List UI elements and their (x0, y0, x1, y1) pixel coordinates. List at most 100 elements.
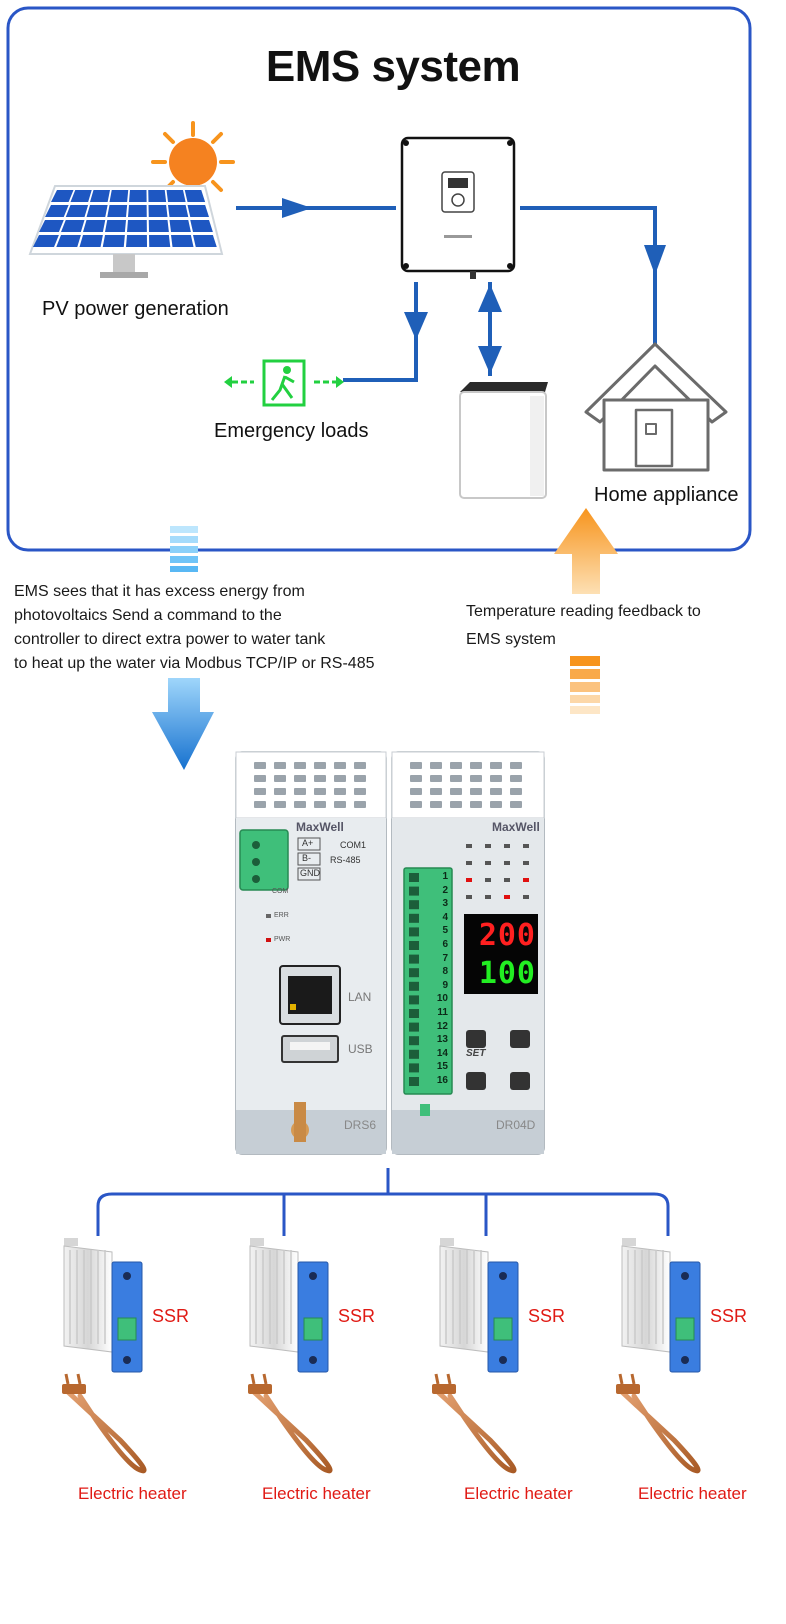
solar-cell (128, 205, 147, 217)
ems-frame (6, 6, 752, 552)
ems-command-line: to heat up the water via Modbus TCP/IP o… (14, 655, 375, 672)
status-led (485, 895, 491, 899)
battery-icon (459, 382, 548, 499)
vent-slot (334, 801, 346, 808)
solar-cell (127, 220, 147, 232)
vent-slot (470, 762, 482, 769)
vent-slot (470, 775, 482, 782)
terminal-number: 16 (436, 1075, 448, 1086)
emergency-exit-icon (224, 359, 344, 407)
vent-slot (450, 801, 462, 808)
vent-slot (510, 801, 522, 808)
vent-slot (334, 788, 346, 795)
vent-slot (510, 788, 522, 795)
terminal-number: 13 (436, 1034, 448, 1046)
vent-slot (430, 801, 442, 808)
vent-slot (314, 788, 326, 795)
solar-cell (51, 190, 74, 202)
lan-label: LAN (348, 990, 372, 1004)
vent-slot (490, 762, 502, 769)
terminal-number: 8 (442, 966, 448, 978)
house-icon (584, 342, 728, 472)
vent-slot (410, 801, 422, 808)
vent-slot (354, 801, 366, 808)
status-led (523, 878, 529, 882)
feedback-line: Temperature reading feedback to (466, 603, 701, 620)
vent-slot (430, 762, 442, 769)
terminal-number: 6 (442, 939, 448, 950)
ssr-label: SSR (710, 1306, 748, 1326)
terminal-screw (409, 1063, 419, 1073)
solar-cell (166, 190, 186, 202)
gateway-brand: MaxWell (296, 820, 344, 834)
vent-slot (430, 775, 442, 782)
solar-cell (169, 220, 191, 232)
vent-slot (450, 775, 462, 782)
rs485-label: RS-485 (330, 855, 361, 865)
feedback-up-arrow (554, 508, 618, 714)
solar-cell (86, 205, 108, 217)
status-led (504, 895, 510, 899)
sun-icon (151, 121, 235, 204)
com-label: COM1 (340, 840, 367, 850)
status-led (523, 844, 529, 848)
gateway-device (235, 751, 387, 1155)
set-key-label[interactable]: SET (466, 1048, 486, 1059)
electric-heater-label: Electric heater (262, 1484, 371, 1503)
status-led (466, 878, 472, 882)
ssr-icon (621, 1238, 701, 1373)
solar-cell (45, 205, 69, 217)
page-title: EMS system (265, 42, 521, 91)
solar-cell (79, 235, 103, 247)
status-led (466, 861, 472, 865)
pv-display: 200 (478, 918, 536, 953)
status-led (485, 861, 491, 865)
solar-cell (90, 190, 110, 202)
vent-slot (470, 801, 482, 808)
solar-cell (129, 190, 147, 202)
vent-slot (294, 801, 306, 808)
controller-device (391, 751, 545, 1155)
terminal-screw (409, 995, 419, 1005)
heater-group (62, 1373, 701, 1474)
ems-command-line: EMS sees that it has excess energy from (14, 583, 305, 600)
distribution-bus (96, 1168, 670, 1236)
status-led (466, 895, 472, 899)
usb-label: USB (348, 1042, 373, 1056)
terminal-screw (409, 873, 419, 882)
sv-display: 100 (478, 956, 536, 991)
command-bars (170, 526, 198, 572)
vent-slot (294, 788, 306, 795)
solar-panel-icon (28, 185, 224, 278)
status-led (504, 844, 510, 848)
terminal-number: 10 (436, 993, 448, 1005)
electric-heater-label: Electric heater (464, 1484, 573, 1503)
terminal-screw (409, 927, 419, 937)
vent-slot (254, 801, 266, 808)
led-err-label: ERR (274, 912, 289, 919)
feedback-line: EMS system (466, 631, 556, 648)
vent-slot (254, 762, 266, 769)
ssr-label: SSR (338, 1306, 376, 1326)
solar-cell (193, 235, 217, 247)
solar-cell (187, 205, 210, 217)
controller-model: DR04D (496, 1118, 536, 1132)
terminal-number: 5 (442, 925, 448, 937)
solar-cell (109, 190, 129, 202)
vent-slot (354, 788, 366, 795)
port-a-label: A+ (302, 838, 314, 848)
terminal-screw (409, 981, 419, 991)
vent-slot (490, 775, 502, 782)
ems-command-line: controller to direct extra power to wate… (14, 631, 326, 648)
vent-slot (294, 762, 306, 769)
ssr-group (63, 1238, 701, 1373)
vent-slot (254, 788, 266, 795)
vent-slot (490, 788, 502, 795)
terminal-number: 14 (436, 1047, 448, 1059)
vent-slot (490, 801, 502, 808)
solar-cell (102, 235, 125, 247)
vent-slot (334, 775, 346, 782)
vent-slot (510, 762, 522, 769)
status-led (504, 861, 510, 865)
terminal-screw (409, 1036, 419, 1046)
